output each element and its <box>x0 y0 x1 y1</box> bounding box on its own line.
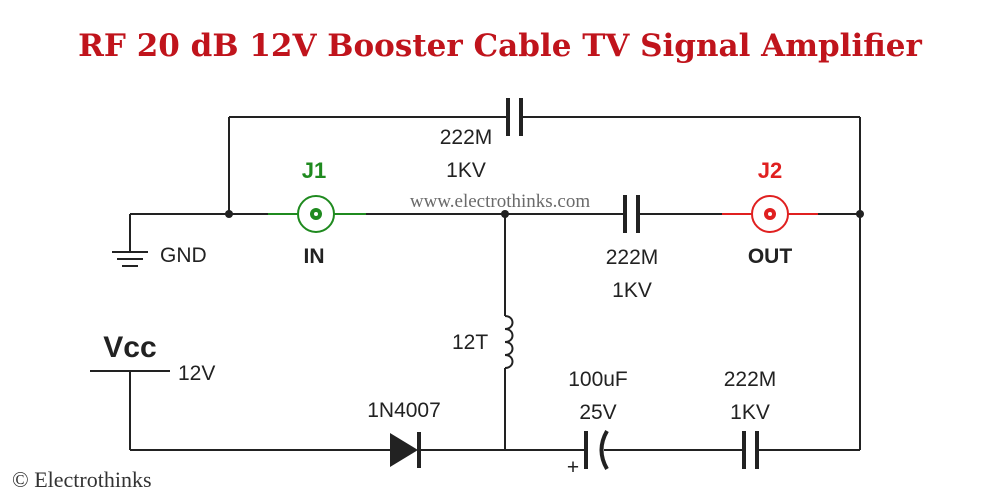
diagram-title: RF 20 dB 12V Booster Cable TV Signal Amp… <box>78 28 922 64</box>
j1-role-label: IN <box>304 245 325 268</box>
series-capacitor-rating: 1KV <box>612 279 652 302</box>
j2-label: J2 <box>758 158 782 183</box>
supply-voltage: 12V <box>178 362 215 385</box>
website-watermark: www.electrothinks.com <box>410 191 590 212</box>
diode-icon <box>390 432 421 468</box>
electrolytic-capacitor-icon <box>584 429 609 471</box>
electrolytic-value: 100uF <box>568 368 628 391</box>
j1-label: J1 <box>302 158 326 183</box>
supply-name: Vcc <box>103 331 156 364</box>
junction-dot <box>225 210 233 218</box>
j2-role-label: OUT <box>748 245 793 268</box>
coil-turns-label: 12T <box>452 331 488 354</box>
bottom-capacitor-rating: 1KV <box>730 401 770 424</box>
copyright-text: © Electrothinks <box>12 467 152 492</box>
capacitor-icon <box>623 195 640 233</box>
electrolytic-polarity: + <box>567 456 579 479</box>
series-capacitor-value: 222M <box>606 246 659 269</box>
ground-label: GND <box>160 244 207 267</box>
inductor-icon <box>504 315 514 369</box>
capacitor-icon <box>742 431 759 469</box>
top-capacitor-rating: 1KV <box>446 159 486 182</box>
diode-part-label: 1N4007 <box>367 399 441 422</box>
top-capacitor-value: 222M <box>440 126 493 149</box>
ground-icon <box>112 214 148 267</box>
bottom-capacitor-value: 222M <box>724 368 777 391</box>
top-branch-wire <box>228 116 861 214</box>
capacitor-icon <box>506 98 523 136</box>
electrolytic-rating: 25V <box>579 401 616 424</box>
coax-connector-icon <box>297 195 335 233</box>
battery-icon <box>90 370 170 450</box>
coax-connector-icon <box>751 195 789 233</box>
